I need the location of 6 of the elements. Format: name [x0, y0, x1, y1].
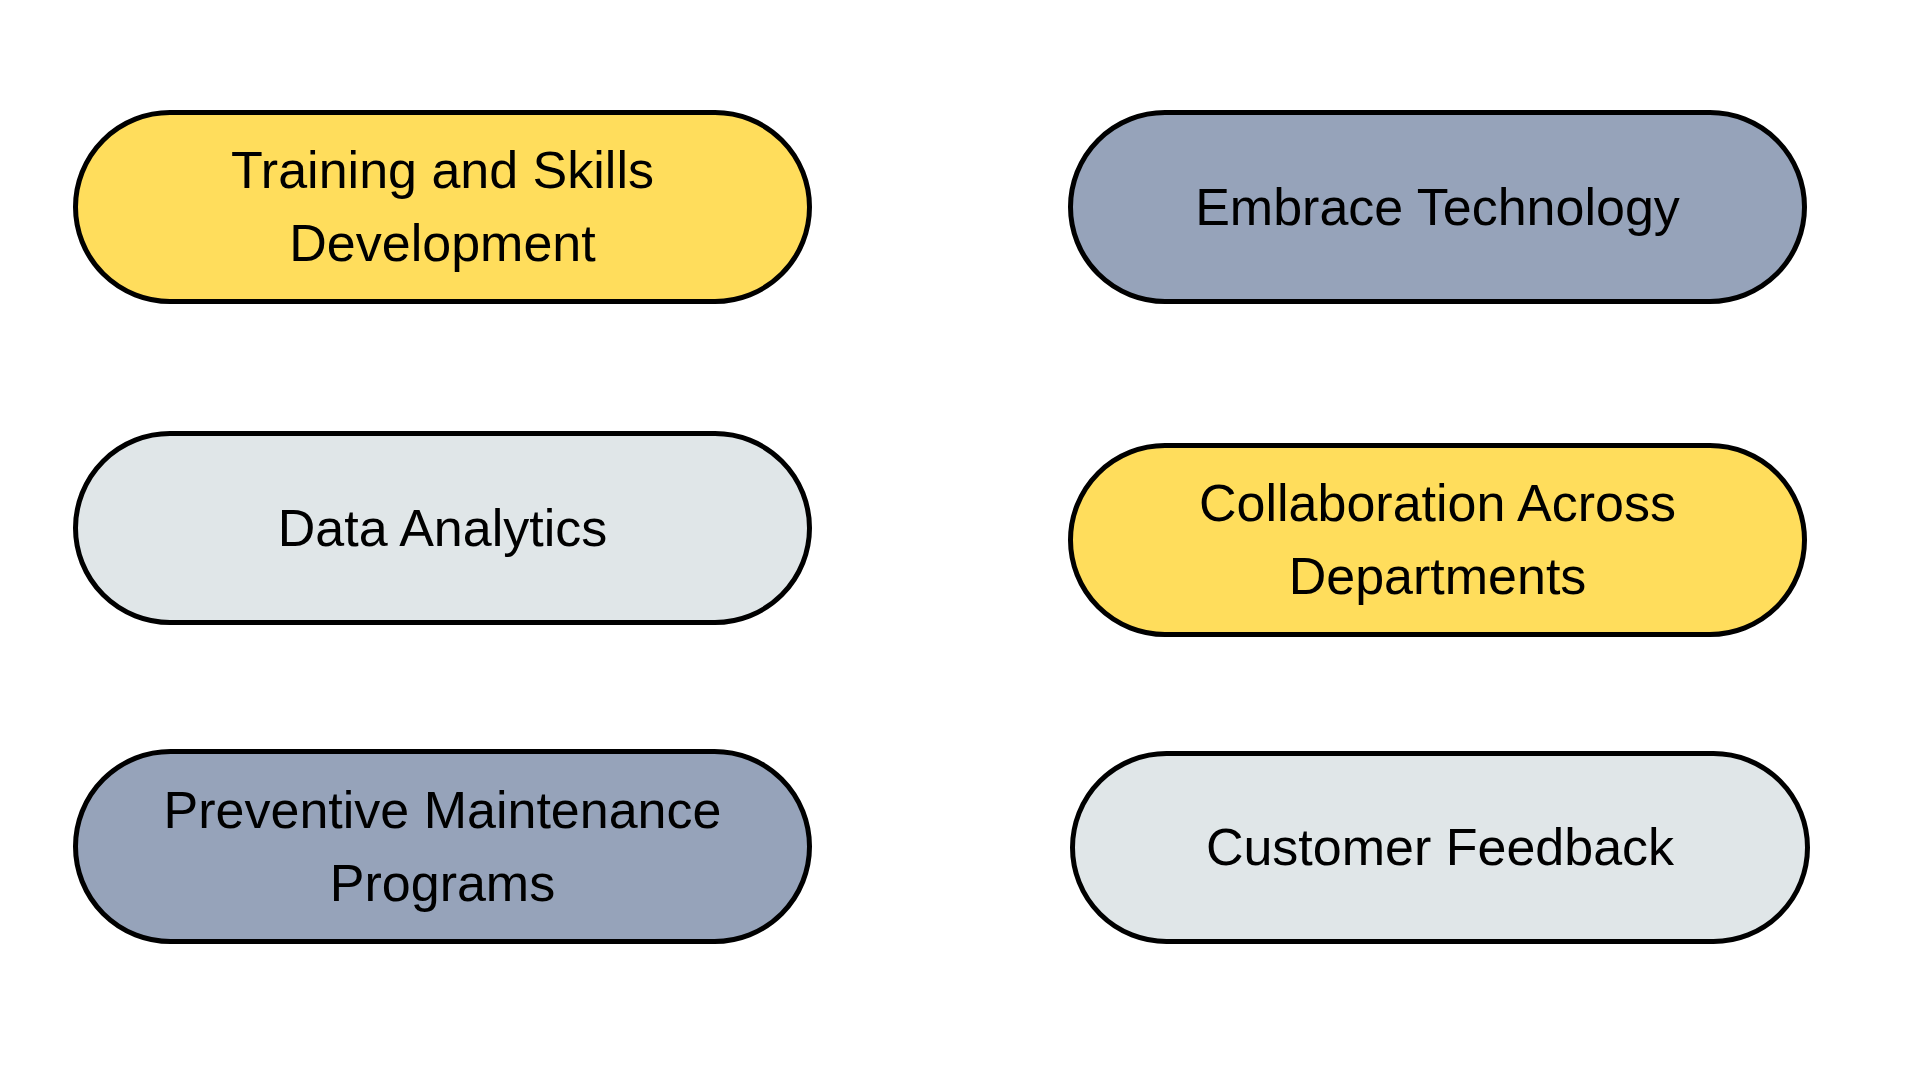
pill-label: Customer Feedback	[1205, 817, 1675, 879]
pill-label: Collaboration Across Departments	[1198, 473, 1677, 607]
pill-label: Embrace Technology	[1195, 176, 1680, 238]
pill-label: Data Analytics	[277, 497, 608, 559]
pill-label: Training and Skills Development	[230, 140, 655, 274]
pill-label: Preventive Maintenance Programs	[162, 779, 723, 914]
